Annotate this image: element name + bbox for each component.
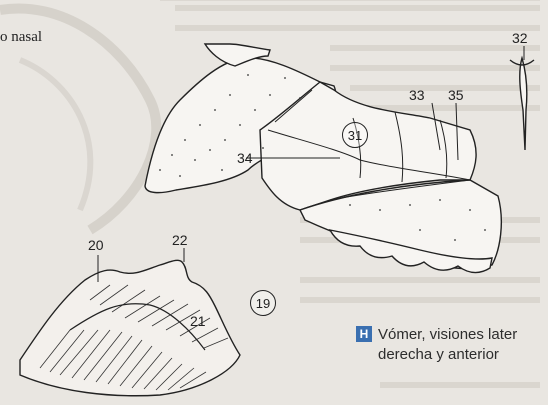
label-21: 21	[190, 314, 206, 328]
caption-badge: H	[356, 326, 372, 342]
caption-line-1: Vómer, visiones later	[378, 326, 517, 343]
caption-line-2: derecha y anterior	[356, 345, 548, 365]
label-19-circled: 19	[250, 290, 276, 316]
label-31-circled: 31	[342, 122, 368, 148]
label-32: 32	[512, 31, 528, 45]
label-34: 34	[237, 151, 253, 165]
label-35: 35	[448, 88, 464, 102]
label-nasal-bone: o nasal	[0, 30, 42, 45]
figure-caption: H Vómer, visiones later derecha y anterio…	[356, 325, 548, 365]
label-33: 33	[409, 88, 425, 102]
label-22: 22	[172, 233, 188, 247]
label-20: 20	[88, 238, 104, 252]
